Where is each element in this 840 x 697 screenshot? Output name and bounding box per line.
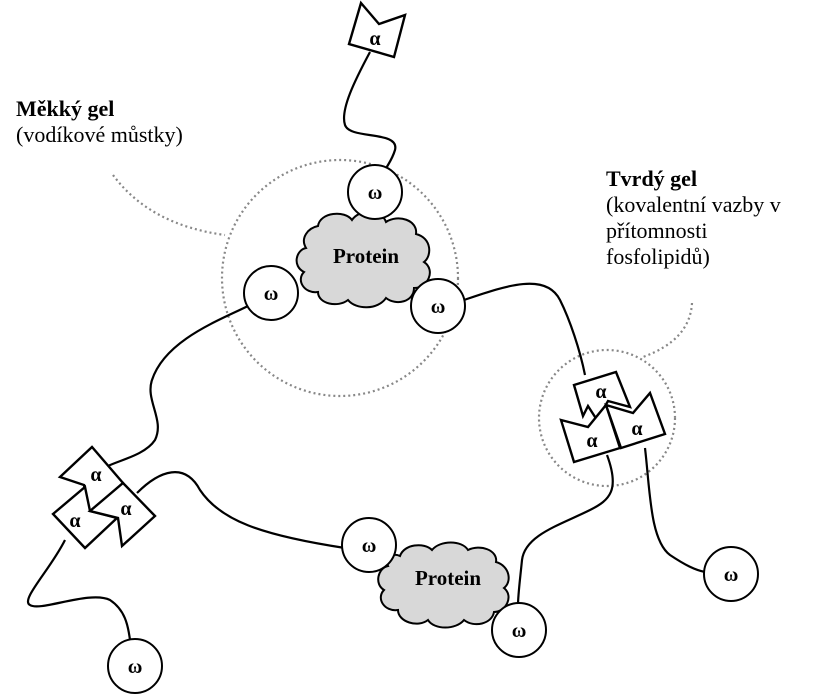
omega-node-bottom-center: ω xyxy=(491,602,547,658)
chain-hard-alpha-to-omega-right xyxy=(643,447,706,574)
chain-bottom-left xyxy=(27,539,132,641)
protein-label-top: Protein xyxy=(333,244,399,268)
alpha-cluster-hard-gel: α α α xyxy=(559,370,667,464)
alpha-label: α xyxy=(69,510,80,532)
omega-node-right: ω xyxy=(410,278,466,334)
chain-left-omega-to-alpha xyxy=(107,305,249,467)
omega-node-top: ω xyxy=(347,164,403,220)
protein-cloud-top: Protein xyxy=(295,211,431,309)
alpha-label: α xyxy=(586,430,597,452)
protein-cloud-bottom: Protein xyxy=(377,541,510,629)
alpha-label: α xyxy=(369,28,380,50)
alpha-cluster-left: α α α xyxy=(51,445,157,550)
alpha-label: α xyxy=(595,381,606,403)
soft-gel-pointer xyxy=(112,174,226,237)
omega-node-bottom-right: ω xyxy=(703,546,759,602)
hard-gel-pointer xyxy=(642,302,694,359)
soft-gel-region xyxy=(220,158,460,398)
omega-label: ω xyxy=(431,296,446,318)
soft-gel-subtitle: (vodíkové můstky) xyxy=(16,122,183,147)
omega-node-left: ω xyxy=(243,265,299,321)
alpha-label: α xyxy=(120,498,131,520)
hard-gel-region xyxy=(537,348,677,488)
protein-label-bottom: Protein xyxy=(415,566,481,590)
hard-gel-label: Tvrdý gel (kovalentní vazby v přítomnost… xyxy=(606,166,781,270)
soft-gel-label: Měkký gel (vodíkové můstky) xyxy=(16,96,183,148)
omega-label: ω xyxy=(128,656,143,678)
omega-label: ω xyxy=(264,283,279,305)
hard-gel-subtitle-line-2: přítomnosti xyxy=(606,218,708,243)
hard-gel-title: Tvrdý gel xyxy=(606,166,698,191)
hard-gel-subtitle-line-1: (kovalentní vazby v xyxy=(606,192,781,217)
omega-node-bottom-left: ω xyxy=(107,638,163,694)
omega-label: ω xyxy=(362,535,377,557)
hard-gel-subtitle-line-3: fosfolipidů) xyxy=(606,244,710,269)
chain-hard-alpha-to-omega-bottom xyxy=(516,454,614,606)
omega-label: ω xyxy=(512,620,527,642)
chain-right-omega-to-alpha xyxy=(457,282,587,376)
omega-label: ω xyxy=(368,182,383,204)
alpha-label: α xyxy=(631,418,642,440)
chain-alpha-to-bottom-omega xyxy=(136,471,346,550)
omega-node-middle: ω xyxy=(341,517,397,573)
omega-label: ω xyxy=(724,564,739,586)
soft-gel-title: Měkký gel xyxy=(16,96,115,121)
alpha-block-top: α xyxy=(347,0,407,59)
chain-top xyxy=(342,51,397,181)
alpha-label: α xyxy=(90,464,101,486)
